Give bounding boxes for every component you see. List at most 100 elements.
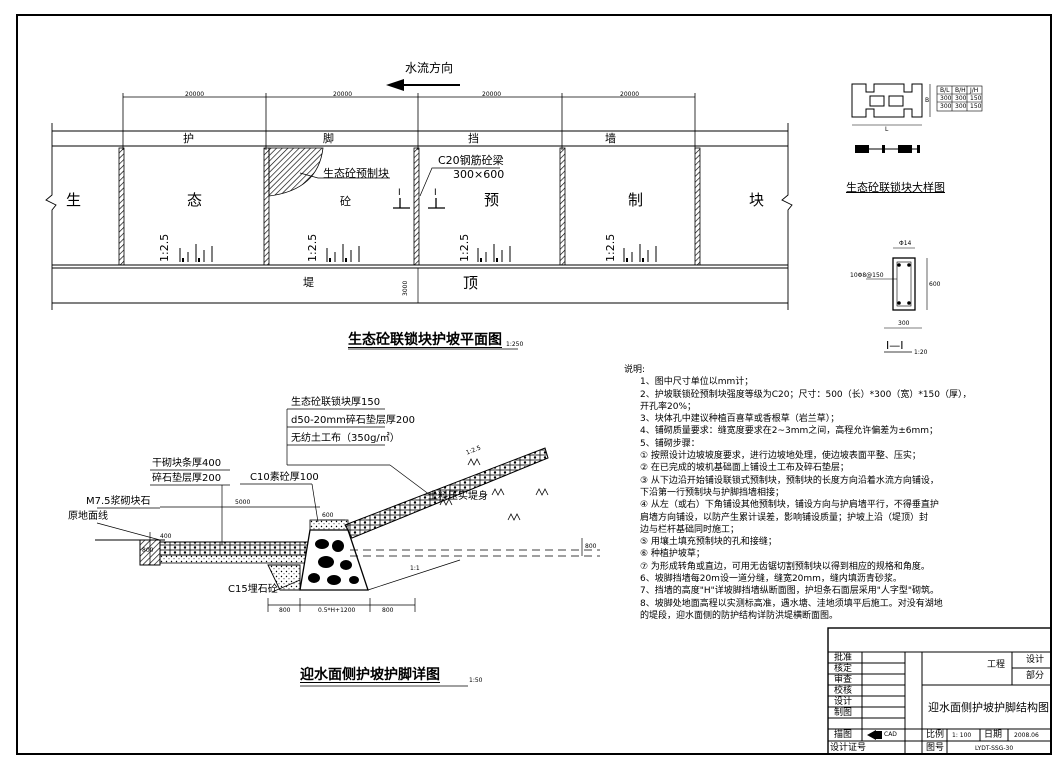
note-line: ② 在已完成的坡机基础面上铺设土工布及碎石垫层； [640,463,849,474]
tb-scale-value: 1: 100 [952,732,972,739]
tb-number-label: 图号 [926,743,945,753]
tb-drawing-name: 迎水面侧护坡护脚结构图 [928,701,1049,714]
band-top-char-1: 护 [183,132,194,145]
block-dim-l: L [885,126,889,133]
block-detail-title: 生态砼联锁块大样图 [846,181,945,194]
note-line: 边与栏杆基础同时施工； [640,524,740,535]
tb-stage2: 部分 [1026,671,1045,681]
flow-direction-label: 水流方向 [405,61,454,75]
gravel-label: 碎石垫层厚200 [152,473,222,484]
layer-label-3: 无纺土工布（350g/㎡） [291,433,400,444]
beam-label: C20钢筋砼梁 [438,154,504,167]
note-line: 4、铺砌质量要求：缝宽度要求在2~3mm之间，高程允许偏差为±6mm； [640,426,939,437]
section-detail [866,247,928,353]
plan-title: 生态砼联锁块护坡平面图 [348,332,502,348]
notes-heading: 说明: [624,365,646,375]
section-scale: 1:20 [914,349,928,356]
mortar-label: M7.5浆砌块石 [86,496,151,507]
tb-row-label: 制图 [834,708,853,718]
note-line: 开孔率20%； [640,401,697,412]
plan-view [45,79,793,350]
toe-dim-400: 400 [160,533,172,540]
band-top-char-3: 挡 [468,132,479,145]
cad-logo-icon [867,730,882,740]
slope-label-3: 1:2.5 [458,233,471,262]
fill-label: 土料压实堤身 [428,491,488,502]
note-line: ③ 从下边沿开始铺设联锁式预制块，预制块的长度方向沿着水流方向铺设， [640,475,939,486]
tb-stage1: 设计 [1026,655,1045,665]
section-dim-left: 10Φ8@150 [850,272,884,279]
slope-label-2: 1:2.5 [306,233,319,262]
note-line: 肩墙方向铺设，以防产生累计误差，影响铺设质量；护坡上沿（堤顶）封 [640,512,929,523]
plan-dim-1: 20000 [185,91,205,98]
block-table-cell: 300 [940,95,952,102]
note-line: 的堤段，迎水面侧的防护结构详防洪堤横断面图。 [640,610,839,621]
toe-detail [95,408,600,687]
tb-number-value: LYDT-SSG-30 [975,745,1014,752]
toe-dim-800d: 800 [585,543,597,550]
band-bottom-char-2: 顶 [463,274,479,292]
tb-date-value: 2008.06 [1014,732,1039,739]
slope-label-1: 1:2.5 [158,233,171,262]
section-dim-top: Φ14 [899,240,912,247]
slope-label-4: 1:2.5 [604,233,617,262]
plan-scale: 1:250 [506,341,524,348]
block-table-cell: 150 [970,103,982,110]
tb-row-label: 描图 [834,730,853,740]
block-table-cell: 300 [955,103,967,110]
tb-row-label: 核定 [834,664,853,674]
note-line: 7、挡墙的高度"H"详坡脚挡墙纵断面图，护坦条石面层采用"人字型"砌筑。 [640,586,940,597]
section-mark-right: I [434,188,437,198]
note-line: 3、块体孔中建议种植百喜草或香根草（岩兰草）； [640,414,840,425]
layer-label-1: 生态砼联锁块厚150 [291,397,381,408]
toe-scale: 1:50 [469,677,483,684]
band-mid-char-3: 砼 [340,195,351,208]
c15-label: C15埋石砼 [228,584,278,595]
plan-dim-2: 20000 [333,91,353,98]
toe-dim-h: 0.5*H+1200 [318,607,356,614]
precast-block-label: 生态砼预制块 [323,167,389,180]
design-notes: 说明: 1、图中尺寸单位以mm计； 2、护坡联锁砼预制块强度等级为C20；尺寸：… [624,364,972,622]
gravel-layer [159,554,321,564]
toe-dim-800a: 800 [279,607,291,614]
section-title: I—I [886,339,904,352]
note-line: ⑤ 用壤土填充预制块的孔和接缝； [640,537,777,548]
block-table-cell: B/L [940,87,950,94]
tb-row-label: 校核 [834,686,853,696]
note-line: ⑦ 为形成转角或直边，可用无齿锯切割预制块以得到相应的规格和角度。 [640,561,930,572]
block-table-cell: 150 [970,95,982,102]
grass-marks [179,244,657,262]
note-line: 6、坡脚挡墙每20m设一道分缝，缝宽20mm，缝内填沥青砂浆。 [640,574,902,585]
tb-date-label: 日期 [984,730,1003,740]
tb-row-label: 审查 [834,675,853,685]
tb-logo-text: CAD [884,731,897,738]
band-mid-char-4: 预 [484,191,500,209]
plan-dim-ticks [122,93,696,150]
note-line: ① 按照设计边坡坡度要求，进行边坡地处理，使边坡表面平整、压实； [640,451,921,462]
beam-size-label: 300×600 [453,168,505,181]
section-mark-left: I [398,188,401,198]
plan-dim-4: 20000 [620,91,640,98]
tb-row-label: 设计证号 [830,743,867,753]
block-dim-b: B [925,97,930,104]
dry-block-layer [159,541,321,556]
tb-scale-label: 比例 [926,730,945,740]
toe-dim-800b: 800 [382,607,394,614]
band-mid-char-6: 块 [749,191,765,209]
ground-line-label: 原地面线 [68,511,108,522]
title-block-lines [827,627,1052,755]
block-table-cell: B/H [955,87,966,94]
band-mid-char-1: 生 [66,191,82,209]
band-top-char-4: 墙 [605,132,616,145]
toe-title: 迎水面侧护坡护脚详图 [300,667,440,683]
layer-label-2: d50-20mm碎石垫层厚200 [291,415,415,426]
toe-dim-5000: 5000 [235,499,251,506]
band-mid-char-2: 态 [187,191,203,209]
block-detail [851,83,983,153]
block-table-cell: J/H [970,87,979,94]
note-line: ④ 从左（或右）下角铺设其他预制块，铺设方向与护肩墙平行，不得垂直护 [640,500,939,511]
note-line: 5、铺砌步骤： [640,438,700,449]
sheet-border [16,14,1052,755]
band-bottom-char-1: 堤 [303,276,314,289]
